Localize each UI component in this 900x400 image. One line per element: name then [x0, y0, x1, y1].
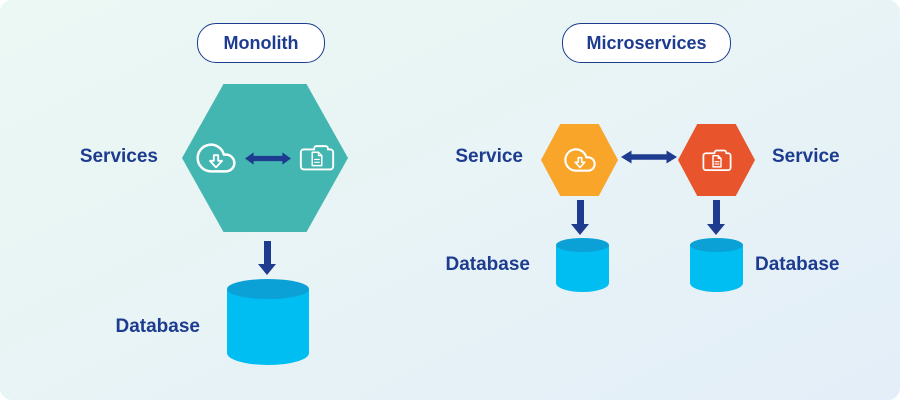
- double-arrow-icon: [621, 149, 677, 165]
- cloud-download-icon: [562, 144, 598, 176]
- microservice-b-hexagon: [678, 124, 755, 196]
- monolith-database-cylinder: [227, 279, 309, 365]
- microservices-badge-label: Microservices: [586, 32, 707, 53]
- microservice-a-database-cylinder: [556, 238, 609, 292]
- double-arrow-icon: [245, 151, 291, 166]
- monolith-badge-label: Monolith: [223, 32, 299, 53]
- cloud-download-icon: [194, 138, 238, 178]
- service-a-label: Service: [455, 146, 523, 167]
- services-label: Services: [79, 146, 158, 167]
- database-a-label: Database: [445, 254, 531, 275]
- service-b-label: Service: [772, 146, 840, 167]
- down-arrow-connector: [258, 241, 276, 275]
- microservices-badge: Microservices: [562, 23, 731, 63]
- database-b-label: Database: [755, 254, 840, 275]
- folder-document-icon: [298, 142, 336, 174]
- folder-document-icon: [701, 147, 733, 174]
- down-arrow-connector: [571, 200, 589, 235]
- down-arrow-connector: [707, 200, 725, 235]
- microservice-b-database-cylinder: [690, 238, 743, 292]
- monolith-services-hexagon: [182, 84, 348, 232]
- monolith-badge: Monolith: [197, 23, 325, 63]
- microservice-a-hexagon: [541, 124, 618, 196]
- monolith-database-label: Database: [115, 316, 201, 337]
